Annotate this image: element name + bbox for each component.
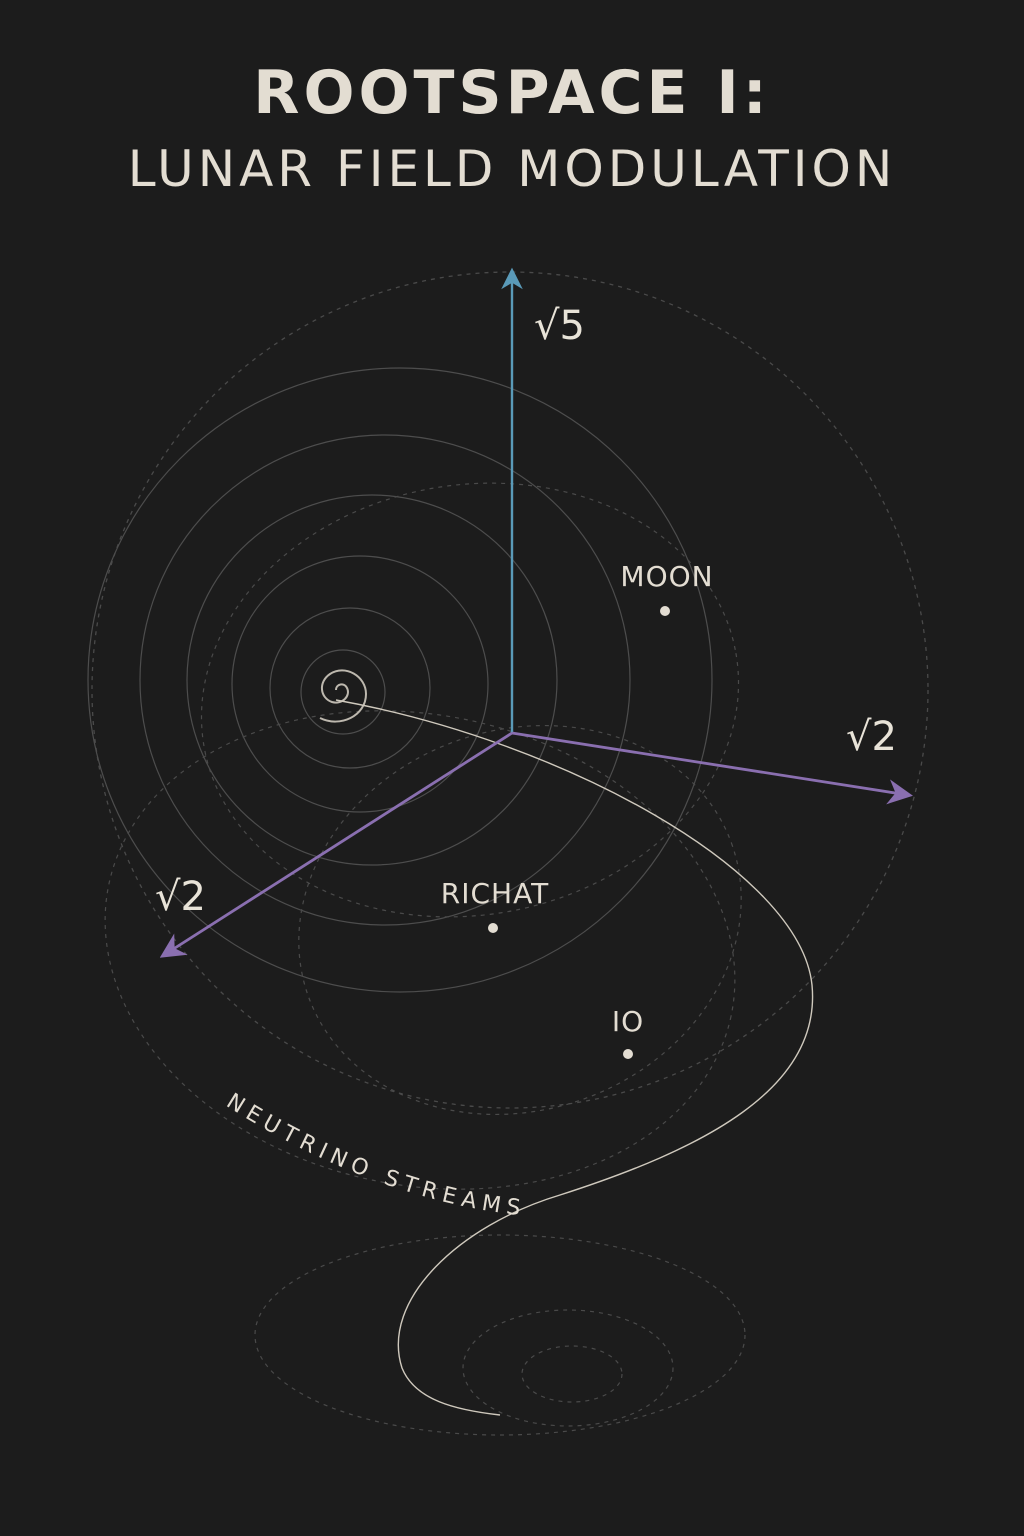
field-rings: [87, 367, 713, 993]
moon-label: MOON: [620, 560, 713, 593]
io-label: IO: [612, 1005, 644, 1038]
diagram-title: ROOTSPACE I:: [253, 58, 771, 128]
diagram-subtitle: LUNAR FIELD MODULATION: [127, 140, 897, 198]
axis-left-label: √2: [155, 874, 206, 920]
vortex-spiral: [319, 669, 368, 723]
moon-dot: [660, 606, 670, 616]
axis-left: [159, 731, 513, 958]
richat-dot: [488, 923, 498, 933]
outer-field-circle: [91, 271, 929, 1109]
neutrino-streams-text: NEUTRINO STREAMS: [222, 1089, 522, 1222]
io-dot: [623, 1049, 633, 1059]
richat-point: RICHAT: [441, 877, 549, 933]
io-point: IO: [612, 1005, 644, 1059]
neutrino-streams-label: NEUTRINO STREAMS: [222, 1089, 528, 1222]
neutrino-stream-curve: [335, 699, 814, 1416]
orbit-ellipses: [104, 482, 746, 1436]
richat-label: RICHAT: [441, 877, 549, 910]
axis-right: [511, 731, 913, 805]
axis-right-label: √2: [846, 714, 897, 760]
axis-vertical-label: √5: [534, 303, 585, 349]
moon-point: MOON: [620, 560, 713, 616]
